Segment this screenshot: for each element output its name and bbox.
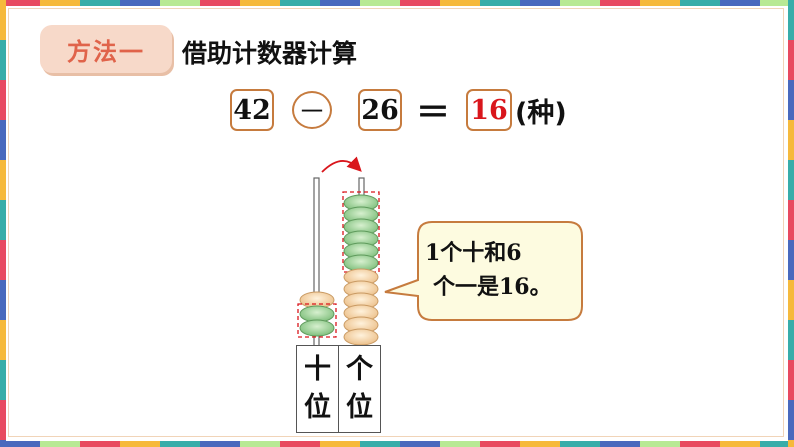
ones-green-beads	[342, 191, 380, 273]
speech-bubble-text: 1个十和6 个一是16。	[425, 236, 575, 304]
result-box: 16	[466, 89, 512, 131]
inner-frame	[8, 8, 784, 437]
ones-tan-beads	[343, 268, 379, 346]
speech-line-2: 个一是16。	[433, 274, 552, 300]
speech-line-1: 1个十和6	[425, 240, 522, 266]
ones-label-char-2: 位	[346, 392, 373, 423]
method-title: 借助计数器计算	[182, 39, 358, 68]
operator-circle: －	[292, 91, 332, 129]
tens-place-label: 十 位	[296, 345, 339, 433]
border-bottom	[0, 441, 794, 447]
method-tag: 方法一	[40, 25, 172, 73]
border-left	[0, 0, 6, 447]
carry-arrow	[321, 156, 362, 173]
minuend-box: 42	[230, 89, 274, 131]
ones-label-char-1: 个	[346, 354, 373, 385]
equals-sign: ＝	[416, 92, 450, 133]
subtrahend-box: 26	[358, 89, 402, 131]
tens-label-char-1: 十	[304, 354, 331, 385]
result-unit: (种)	[515, 98, 567, 129]
speech-bubble	[384, 221, 583, 321]
tens-beads	[297, 291, 337, 338]
border-top	[0, 0, 794, 6]
border-right	[788, 0, 794, 447]
ones-place-label: 个 位	[338, 345, 381, 433]
tens-label-char-2: 位	[304, 392, 331, 423]
